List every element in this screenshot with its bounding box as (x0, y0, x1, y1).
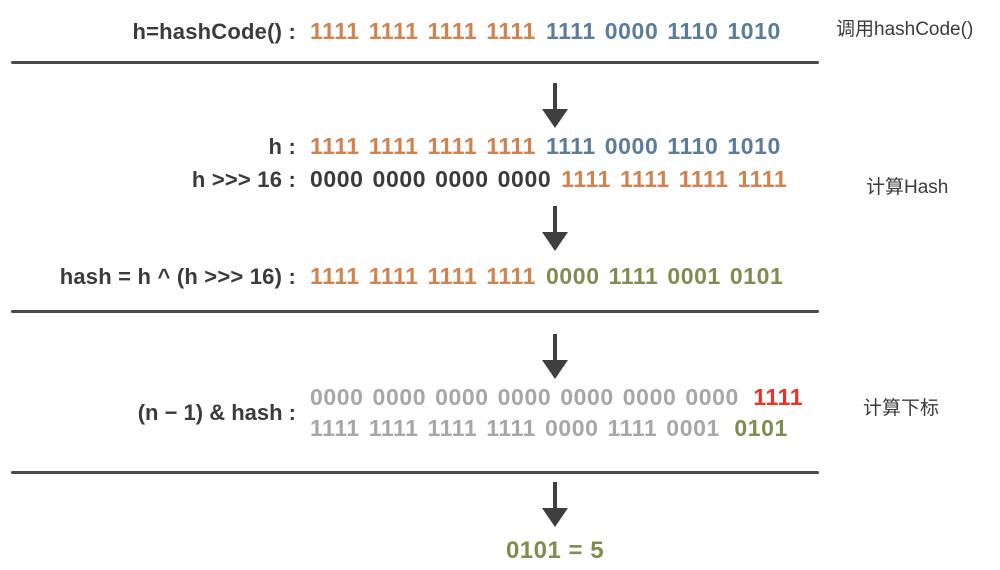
shift-row: h >>> 16 : 0000 0000 0000 0000 1111 1111… (0, 165, 787, 193)
shift-bits-high: 0000 0000 0000 0000 (310, 166, 552, 192)
down-arrow-icon (542, 334, 568, 379)
step-label-compute-index: 计算下标 (863, 398, 940, 419)
index-row-label: (n − 1) & hash : (137, 399, 296, 425)
step-label-call-hashcode: 调用hashCode() (836, 19, 974, 40)
result-value: 0101 = 5 (505, 537, 605, 564)
hash-bits-gray: 1111 1111 1111 1111 0000 1111 0001 (310, 415, 720, 441)
down-arrow-icon (542, 83, 568, 128)
hashcode-row-label: h=hashCode() : (132, 19, 296, 44)
down-arrow-icon (542, 206, 568, 251)
down-arrow-icon (542, 482, 568, 527)
divider-2 (11, 310, 819, 313)
xor-row-label: hash = h ^ (h >>> 16) : (59, 264, 296, 289)
xor-bits-high: 1111 1111 1111 1111 (310, 263, 537, 289)
step-label-compute-hash: 计算Hash (866, 177, 949, 198)
mask-bits-row: 0000 0000 0000 0000 0000 0000 0000 1111 (310, 383, 803, 411)
hash-bits-highlight: 0101 (734, 415, 788, 441)
xor-row: hash = h ^ (h >>> 16) : 1111 1111 1111 1… (0, 262, 783, 290)
hashcode-bits-high: 1111 1111 1111 1111 (310, 18, 537, 44)
divider-3 (11, 471, 819, 474)
hashcode-row: h=hashCode() : 1111 1111 1111 1111 1111 … (0, 17, 781, 45)
h-row: h : 1111 1111 1111 1111 1111 0000 1110 1… (0, 132, 781, 160)
xor-bits-low: 0000 1111 0001 0101 (546, 263, 784, 289)
shift-row-label: h >>> 16 : (191, 167, 296, 192)
shift-bits-low: 1111 1111 1111 1111 (561, 166, 788, 192)
h-bits-high: 1111 1111 1111 1111 (310, 133, 537, 159)
mask-bits-gray: 0000 0000 0000 0000 0000 0000 0000 (310, 384, 739, 410)
h-bits-low: 1111 0000 1110 1010 (546, 133, 781, 159)
hashcode-bits-low: 1111 0000 1110 1010 (546, 18, 781, 44)
divider-1 (11, 61, 819, 64)
h-row-label: h : (268, 134, 296, 159)
hash-bits-row: 1111 1111 1111 1111 0000 1111 0001 0101 (310, 414, 788, 442)
mask-bits-highlight: 1111 (753, 384, 804, 410)
